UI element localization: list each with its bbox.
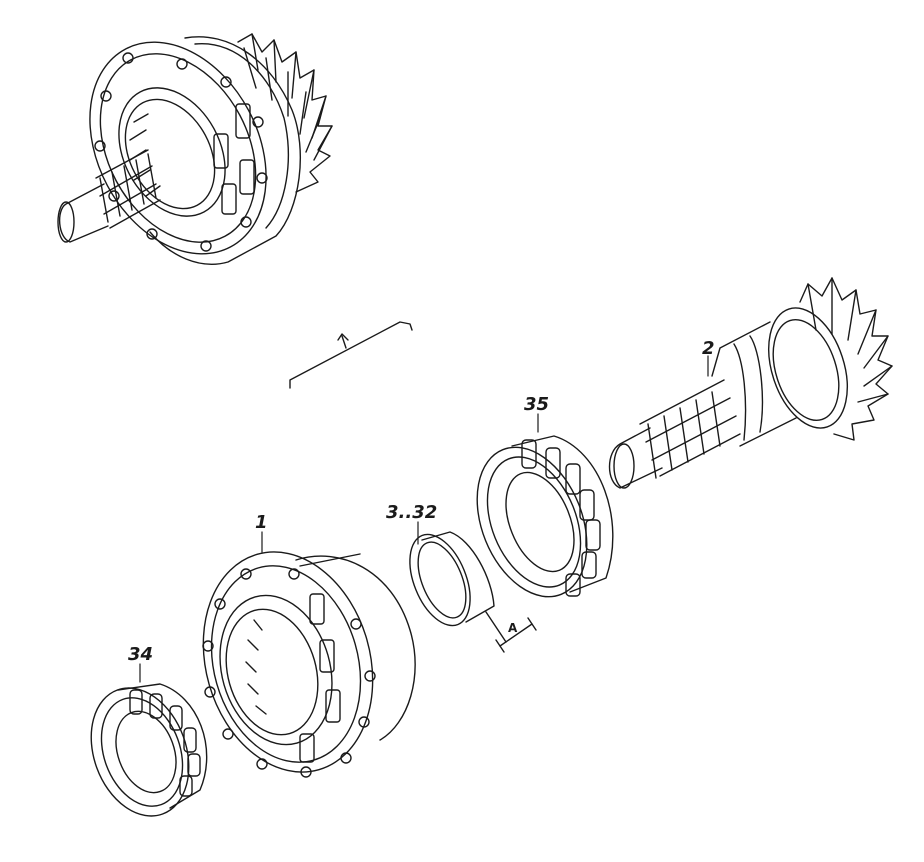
- assembly-arrow: [289, 321, 413, 389]
- label-35: 35: [524, 394, 549, 415]
- shim-ring: [409, 531, 537, 653]
- dimension-a-label: A: [508, 621, 518, 635]
- hub-housing: [202, 551, 416, 778]
- leader-lines: [139, 355, 709, 683]
- outer-bearing: [90, 683, 208, 817]
- assembled-gear-teeth: [237, 33, 333, 193]
- label-3-32: 3..32: [386, 502, 437, 523]
- label-2: 2: [702, 338, 715, 359]
- assembled-hub-pinion: [57, 33, 333, 265]
- inner-bearing: [476, 435, 614, 598]
- label-1: 1: [255, 512, 268, 533]
- part-labels: 1 2 3..32 34 35 A: [128, 338, 715, 665]
- label-34: 34: [128, 644, 153, 665]
- pinion-shaft: [608, 277, 893, 489]
